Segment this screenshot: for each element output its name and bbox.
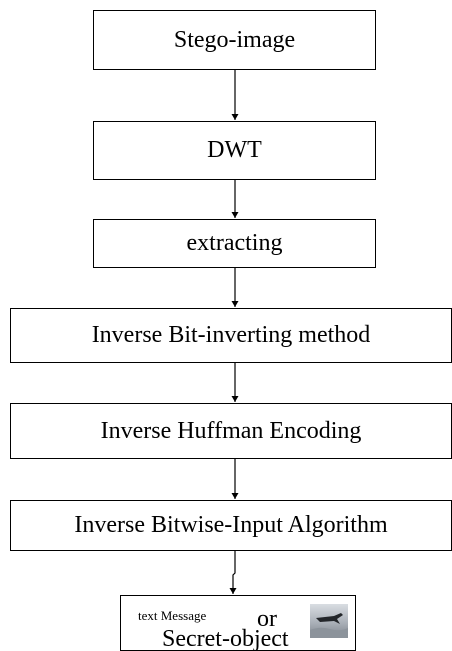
dwt-box: DWT: [93, 121, 376, 180]
output-box: text Message or Secret-object: [120, 595, 356, 651]
extracting-box: extracting: [93, 219, 376, 268]
secret-object-label: Secret-object: [162, 626, 289, 651]
inverse-huffman-label: Inverse Huffman Encoding: [100, 417, 362, 444]
inverse-bit-inverting-label: Inverse Bit-inverting method: [91, 322, 371, 348]
inverse-bit-inverting-box: Inverse Bit-inverting method: [10, 308, 452, 363]
arrow-bitwise-to-output: [229, 551, 237, 594]
dwt-label: DWT: [207, 137, 262, 163]
inverse-bitwise-input-label: Inverse Bitwise-Input Algorithm: [74, 512, 388, 538]
inverse-huffman-box: Inverse Huffman Encoding: [10, 403, 452, 459]
or-label: or: [257, 606, 277, 632]
secret-object-thumbnail-image: [310, 604, 348, 638]
text-message-label: text Message: [138, 608, 207, 623]
extracting-label: extracting: [186, 230, 283, 256]
stego-image-label: Stego-image: [173, 26, 296, 53]
stego-image-box: Stego-image: [93, 10, 376, 70]
inverse-bitwise-input-box: Inverse Bitwise-Input Algorithm: [10, 500, 452, 551]
